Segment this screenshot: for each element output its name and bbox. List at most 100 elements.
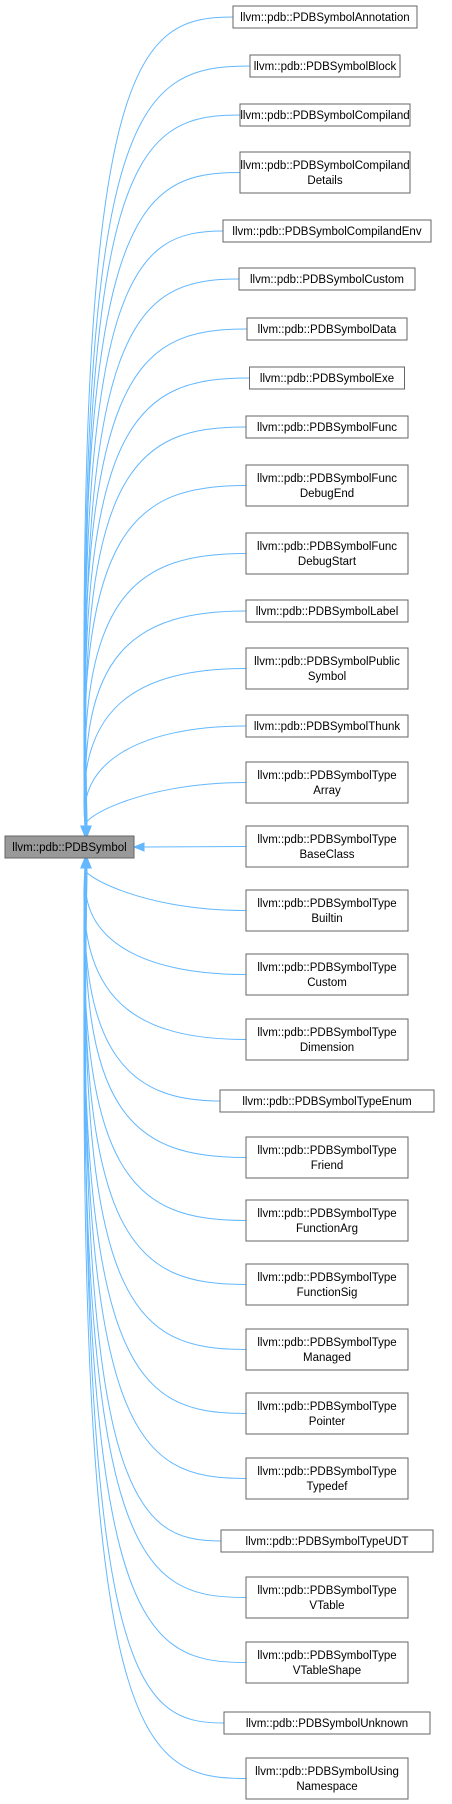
- class-node-box[interactable]: [245, 1199, 409, 1242]
- class-node-label-line-2: DebugEnd: [300, 488, 354, 500]
- class-node[interactable]: llvm::pdb::PDBSymbolBlock: [249, 54, 401, 78]
- class-node-label-line-2: Custom: [307, 977, 347, 989]
- inheritance-edge: [85, 782, 247, 827]
- class-node-label-line-1: llvm::pdb::PDBSymbolType: [257, 770, 396, 782]
- inheritance-edge: [83, 16, 234, 827]
- inheritance-edge: [85, 278, 240, 827]
- inheritance-edge: [84, 867, 225, 1724]
- root-class-node-label-line-1: llvm::pdb::PDBSymbol: [12, 842, 126, 854]
- class-node-label-line-1: llvm::pdb::PDBSymbolType: [257, 962, 396, 974]
- class-node[interactable]: llvm::pdb::PDBSymbolData: [246, 317, 408, 341]
- class-node-box[interactable]: [245, 825, 409, 868]
- class-node-box[interactable]: [238, 267, 416, 291]
- class-node-box[interactable]: [219, 1089, 435, 1113]
- class-node-label-line-2: VTableShape: [293, 1665, 361, 1677]
- inheritance-edge: [83, 668, 247, 827]
- class-node-box[interactable]: [245, 1576, 409, 1619]
- class-node-label-line-2: Namespace: [296, 1781, 357, 1793]
- class-node[interactable]: llvm::pdb::PDBSymbolAnnotation: [232, 5, 418, 29]
- class-node-box[interactable]: [245, 1392, 409, 1435]
- class-node-box[interactable]: [245, 1136, 409, 1179]
- class-node-label-line-2: Typedef: [307, 1481, 349, 1493]
- class-node-box[interactable]: [245, 761, 409, 804]
- class-node-label-line-2: Pointer: [309, 1416, 346, 1428]
- class-node-box[interactable]: [245, 1641, 409, 1684]
- class-node-label-line-1: llvm::pdb::PDBSymbolCompiland: [240, 160, 409, 172]
- root-class-node[interactable]: llvm::pdb::PDBSymbol: [4, 835, 135, 859]
- class-node-label-line-2: Builtin: [311, 913, 342, 925]
- inheritance-edge: [142, 846, 247, 848]
- class-node-box[interactable]: [223, 1711, 431, 1735]
- class-node-box[interactable]: [245, 1457, 409, 1500]
- class-node-box[interactable]: [245, 532, 409, 575]
- class-node-box[interactable]: [245, 714, 409, 738]
- class-node-box[interactable]: [249, 366, 405, 390]
- class-node-box[interactable]: [245, 953, 409, 996]
- class-node-label-line-2: Details: [307, 175, 342, 187]
- class-node-box[interactable]: [245, 1328, 409, 1371]
- class-node-box[interactable]: [245, 1263, 409, 1306]
- class-node-box[interactable]: [232, 5, 418, 29]
- class-node-label-line-1: llvm::pdb::PDBSymbolTypeEnum: [242, 1096, 411, 1108]
- class-node[interactable]: llvm::pdb::PDBSymbolTypeUDT: [220, 1529, 434, 1553]
- class-node-box[interactable]: [245, 1018, 409, 1061]
- class-node-box[interactable]: [245, 647, 409, 690]
- class-node-box[interactable]: [239, 151, 411, 194]
- inheritance-edge: [83, 867, 247, 1040]
- class-node-label-line-1: llvm::pdb::PDBSymbolType: [257, 1466, 396, 1478]
- inheritance-edge: [83, 867, 247, 1779]
- root-class-node-box[interactable]: [4, 835, 135, 859]
- class-node-label-line-1: llvm::pdb::PDBSymbolFunc: [257, 422, 397, 434]
- class-node-label-line-1: llvm::pdb::PDBSymbolData: [258, 324, 397, 336]
- class-node-label-line-1: llvm::pdb::PDBSymbolUsing: [255, 1766, 399, 1778]
- class-node[interactable]: llvm::pdb::PDBSymbolLabel: [245, 599, 409, 623]
- class-node-box[interactable]: [249, 54, 401, 78]
- class-node-label-line-1: llvm::pdb::PDBSymbolType: [257, 1145, 396, 1157]
- class-node-box[interactable]: [246, 317, 408, 341]
- class-node-label-line-1: llvm::pdb::PDBSymbolType: [257, 834, 396, 846]
- class-node[interactable]: llvm::pdb::PDBSymbolUnknown: [223, 1711, 431, 1735]
- class-node[interactable]: llvm::pdb::PDBSymbolThunk: [245, 714, 409, 738]
- class-node-label-line-1: llvm::pdb::PDBSymbolAnnotation: [240, 12, 409, 24]
- class-node[interactable]: llvm::pdb::PDBSymbolTypeEnum: [219, 1089, 435, 1113]
- class-node-box[interactable]: [220, 1529, 434, 1553]
- class-node[interactable]: llvm::pdb::PDBSymbolCompilandEnv: [222, 219, 432, 243]
- inheritance-edge: [85, 867, 222, 1542]
- inheritance-edge: [84, 426, 247, 827]
- class-node[interactable]: llvm::pdb::PDBSymbolCustom: [238, 267, 416, 291]
- class-node-box[interactable]: [239, 103, 411, 127]
- inheritance-edge: [84, 867, 247, 1479]
- class-node-box[interactable]: [245, 1757, 409, 1800]
- class-node[interactable]: llvm::pdb::PDBSymbolCompiland: [239, 103, 411, 127]
- class-node[interactable]: llvm::pdb::PDBSymbolExe: [249, 366, 405, 390]
- class-node-box[interactable]: [245, 599, 409, 623]
- class-node-box[interactable]: [222, 219, 432, 243]
- class-node-box[interactable]: [245, 889, 409, 932]
- class-node[interactable]: llvm::pdb::PDBSymbolFunc: [245, 415, 409, 439]
- class-node-label-line-2: Array: [313, 785, 341, 797]
- class-node-label-line-2: FunctionArg: [296, 1223, 358, 1235]
- class-node-label-line-1: llvm::pdb::PDBSymbolLabel: [256, 606, 399, 618]
- class-node-box[interactable]: [245, 464, 409, 507]
- class-node-label-line-1: llvm::pdb::PDBSymbolBlock: [254, 61, 397, 73]
- inheritance-edge: [83, 485, 247, 827]
- class-node-box[interactable]: [245, 415, 409, 439]
